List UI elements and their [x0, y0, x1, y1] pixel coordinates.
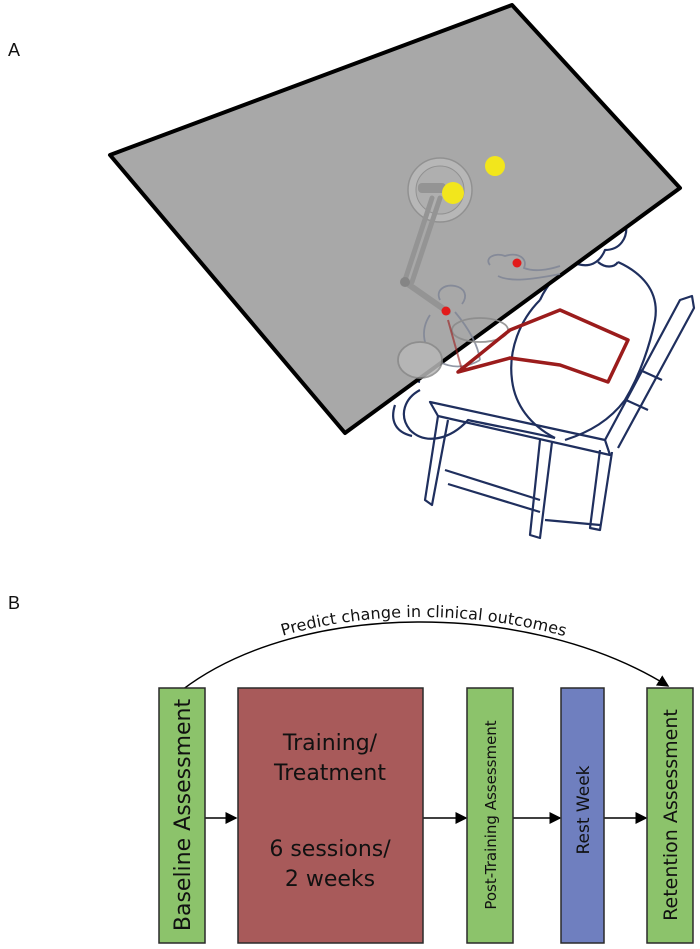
- retention-assessment-box: Retention Assessment: [646, 687, 694, 944]
- arc-label: Predict change in clinical outcomes: [279, 602, 569, 640]
- rest-week-label: Rest Week: [574, 765, 594, 854]
- arm-and-hand-outline: [397, 253, 561, 379]
- training-line-3: 6 sessions/: [269, 837, 391, 862]
- post-training-assessment-box: Post-Training Assessment: [466, 687, 514, 944]
- panel-a-label: A: [8, 40, 21, 60]
- training-line-1: Training/: [282, 731, 378, 756]
- baseline-assessment-box: Baseline Assessment: [158, 687, 206, 944]
- hand-marker: [512, 258, 522, 268]
- target-circle: [485, 156, 505, 176]
- baseline-assessment-label: Baseline Assessment: [171, 699, 196, 932]
- prediction-arc: [181, 621, 670, 691]
- hand-marker: [441, 306, 451, 316]
- rest-week-box: Rest Week: [560, 687, 605, 944]
- robot-arm-linkage: [400, 157, 473, 315]
- training-line-4: 2 weeks: [285, 867, 375, 892]
- target-circle: [442, 182, 464, 204]
- robot-workspace-illustration: [108, 3, 696, 540]
- training-treatment-box: Training/ Treatment 6 sessions/ 2 weeks: [237, 687, 424, 944]
- retention-assessment-label: Retention Assessment: [660, 709, 682, 921]
- workspace-plane: [108, 3, 682, 435]
- panel-b-label: B: [8, 593, 21, 613]
- training-line-2: Treatment: [273, 761, 386, 786]
- trunk-outline: [456, 308, 630, 384]
- post-training-assessment-label: Post-Training Assessment: [482, 720, 500, 909]
